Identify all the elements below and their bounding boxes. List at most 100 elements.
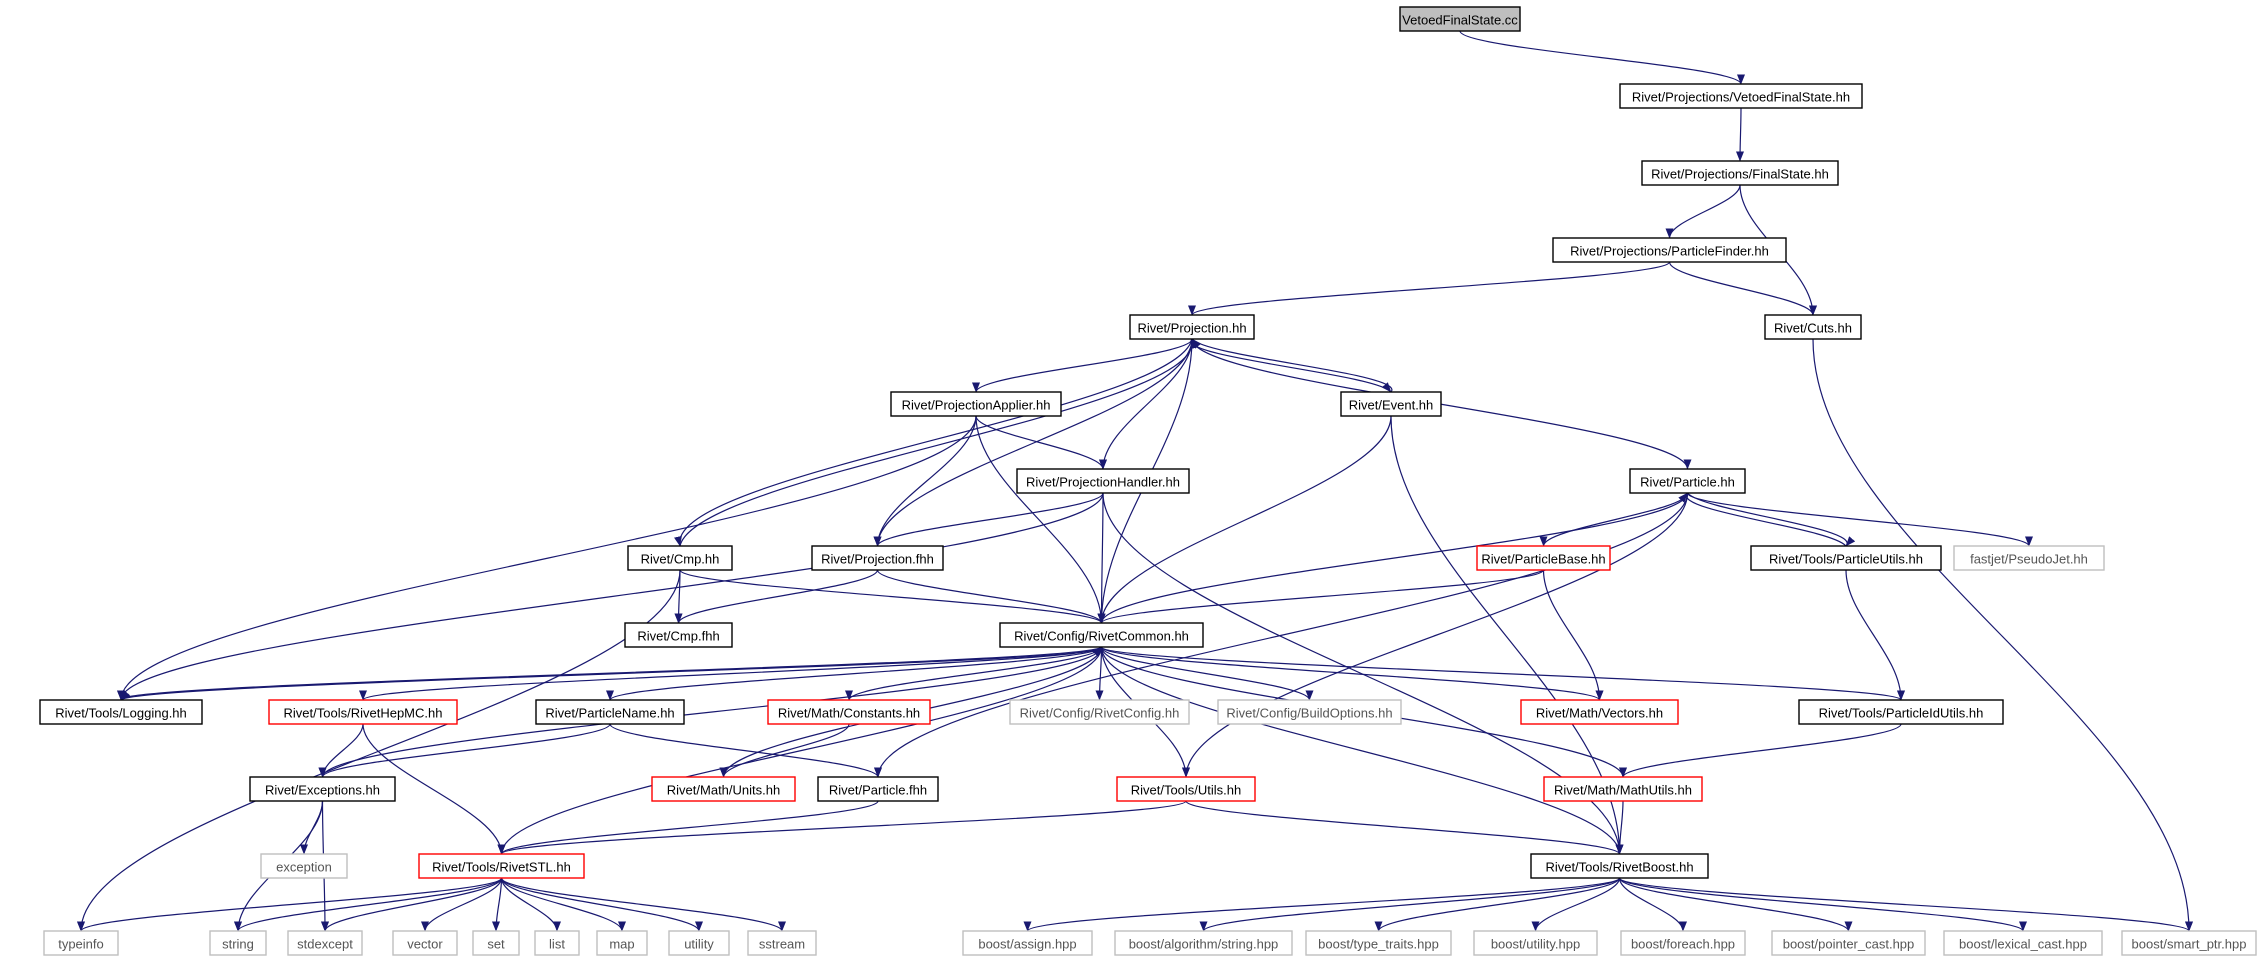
edge-event-to-common [1097, 415, 1392, 624]
node-vectors[interactable]: Rivet/Math/Vectors.hh [1520, 699, 1679, 725]
node-label-blexical: boost/lexical_cast.hpp [1959, 937, 2087, 952]
node-box-vectors [1520, 699, 1679, 725]
node-box-hepmc [268, 699, 458, 725]
node-label-map: map [609, 937, 634, 952]
edge-common-to-rstl [497, 646, 1103, 855]
node-logging[interactable]: Rivet/Tools/Logging.hh [39, 699, 203, 725]
node-phandler[interactable]: Rivet/ProjectionHandler.hh [1016, 468, 1190, 494]
edge-rboost-to-blexical [1618, 877, 2027, 932]
node-label-bpointer: boost/pointer_cast.hpp [1783, 937, 1915, 952]
edge-pname-to-exceptions [318, 723, 611, 778]
node-utility: utility [668, 930, 730, 956]
edge-rboost-to-butil [1531, 877, 1621, 932]
node-units[interactable]: Rivet/Math/Units.hh [651, 776, 796, 802]
node-pfinder[interactable]: Rivet/Projections/ParticleFinder.hh [1552, 237, 1787, 263]
node-box-balgo [1114, 930, 1293, 956]
node-constants[interactable]: Rivet/Math/Constants.hh [767, 699, 931, 725]
node-vetoedcc[interactable]: VetoedFinalState.cc [1399, 6, 1521, 32]
edge-common-to-hepmc [359, 646, 1103, 701]
edge-particle-to-particlefhh [874, 492, 1689, 778]
node-cmpfhh[interactable]: Rivet/Cmp.fhh [624, 622, 733, 648]
node-box-rconfig [1009, 699, 1190, 725]
node-label-pidutils: Rivet/Tools/ParticleIdUtils.hh [1819, 706, 1984, 721]
edge-vetoedhh-to-finalstate [1736, 107, 1745, 162]
edge-rboost-to-bpointer [1618, 877, 1853, 932]
node-cuts[interactable]: Rivet/Cuts.hh [1764, 314, 1862, 340]
node-pidutils[interactable]: Rivet/Tools/ParticleIdUtils.hh [1798, 699, 2004, 725]
node-pname[interactable]: Rivet/ParticleName.hh [535, 699, 685, 725]
node-bpointer: boost/pointer_cast.hpp [1771, 930, 1926, 956]
edge-particle-to-pbase [1539, 492, 1689, 547]
node-pbase[interactable]: Rivet/ParticleBase.hh [1476, 545, 1611, 571]
node-rboost[interactable]: Rivet/Tools/RivetBoost.hh [1530, 853, 1709, 879]
node-box-rstl [418, 853, 585, 879]
node-hepmc[interactable]: Rivet/Tools/RivetHepMC.hh [268, 699, 458, 725]
edge-rboost-to-bsmart [1618, 877, 2193, 932]
node-label-pfinder: Rivet/Projections/ParticleFinder.hh [1570, 244, 1769, 259]
node-box-phandler [1016, 468, 1190, 494]
edge-rstl-to-list [500, 877, 561, 932]
node-label-boptions: Rivet/Config/BuildOptions.hh [1226, 706, 1392, 721]
edge-common-to-pname [606, 646, 1103, 701]
node-tutils[interactable]: Rivet/Tools/Utils.hh [1116, 776, 1256, 802]
node-label-rconfig: Rivet/Config/RivetConfig.hh [1020, 706, 1180, 721]
edge-common-to-vectors [1100, 646, 1604, 701]
node-btype: boost/type_traits.hpp [1305, 930, 1452, 956]
node-box-vetoedcc [1399, 6, 1521, 32]
node-rstl[interactable]: Rivet/Tools/RivetSTL.hh [418, 853, 585, 879]
node-exceptions[interactable]: Rivet/Exceptions.hh [249, 776, 396, 802]
edge-projection-to-projfhh [873, 338, 1193, 547]
edge-rstl-to-vector [421, 877, 503, 932]
node-box-bforeach [1620, 930, 1746, 956]
node-box-tutils [1116, 776, 1256, 802]
node-box-stdexcept [287, 930, 363, 956]
node-box-projection [1129, 314, 1255, 340]
node-label-exceptions: Rivet/Exceptions.hh [265, 783, 380, 798]
node-label-cmp: Rivet/Cmp.hh [641, 552, 720, 567]
node-box-btype [1305, 930, 1452, 956]
node-particle[interactable]: Rivet/Particle.hh [1629, 468, 1746, 494]
edge-tutils-to-rstl [497, 800, 1187, 855]
node-projection[interactable]: Rivet/Projection.hh [1129, 314, 1255, 340]
edge-particle-to-putils [1687, 492, 1856, 547]
node-label-pname: Rivet/ParticleName.hh [545, 706, 674, 721]
edge-projfhh-to-common [876, 569, 1106, 624]
node-bassign: boost/assign.hpp [962, 930, 1093, 956]
node-blexical: boost/lexical_cast.hpp [1943, 930, 2103, 956]
node-common[interactable]: Rivet/Config/RivetCommon.hh [999, 622, 1204, 648]
node-box-exceptions [249, 776, 396, 802]
edge-putils-to-pidutils [1845, 569, 1905, 701]
edge-particle-to-tutils [1182, 492, 1689, 778]
node-projfhh[interactable]: Rivet/Projection.fhh [811, 545, 944, 571]
node-box-common [999, 622, 1204, 648]
node-cmp[interactable]: Rivet/Cmp.hh [627, 545, 733, 571]
node-putils[interactable]: Rivet/Tools/ParticleUtils.hh [1750, 545, 1942, 571]
edge-logging-to-common [120, 646, 1102, 701]
node-label-btype: boost/type_traits.hpp [1318, 937, 1439, 952]
node-box-string [209, 930, 267, 956]
node-event[interactable]: Rivet/Event.hh [1340, 391, 1442, 417]
edge-rstl-to-map [500, 877, 626, 932]
edge-vetoedcc-to-vetoedhh [1459, 30, 1745, 85]
edge-tutils-to-rboost [1185, 800, 1624, 855]
node-box-cmp [627, 545, 733, 571]
node-box-pseudojet [1953, 545, 2105, 571]
node-particlefhh[interactable]: Rivet/Particle.fhh [817, 776, 939, 802]
node-box-blexical [1943, 930, 2103, 956]
edge-rstl-to-set [492, 877, 503, 932]
node-rconfig: Rivet/Config/RivetConfig.hh [1009, 699, 1190, 725]
node-exception: exception [260, 853, 348, 879]
node-box-typeinfo [43, 930, 119, 956]
edge-rstl-to-sstream [500, 877, 786, 932]
node-mathutils[interactable]: Rivet/Math/MathUtils.hh [1543, 776, 1703, 802]
node-box-bsmart [2121, 930, 2257, 956]
node-label-typeinfo: typeinfo [58, 937, 104, 952]
node-finalstate[interactable]: Rivet/Projections/FinalState.hh [1641, 160, 1839, 186]
edge-cmp-to-common [679, 569, 1106, 624]
node-box-bpointer [1771, 930, 1926, 956]
edge-pname-to-particlefhh [609, 723, 882, 778]
node-vetoedhh[interactable]: Rivet/Projections/VetoedFinalState.hh [1619, 83, 1863, 109]
node-label-balgo: boost/algorithm/string.hpp [1129, 937, 1279, 952]
node-box-pname [535, 699, 685, 725]
node-papplier[interactable]: Rivet/ProjectionApplier.hh [890, 391, 1062, 417]
